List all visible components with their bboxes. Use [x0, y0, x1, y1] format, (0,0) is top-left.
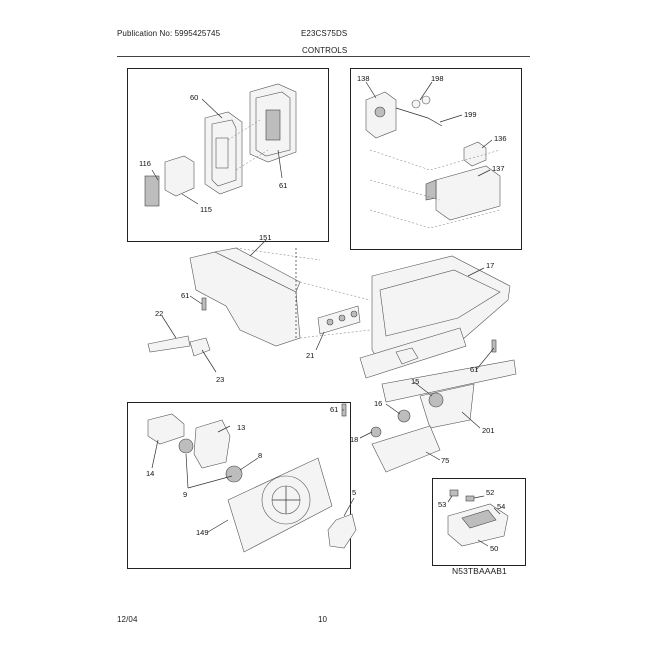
control-box-assembly: [317, 255, 517, 473]
callout-61: 61: [279, 181, 287, 190]
inset-panel-top-right: [350, 68, 522, 250]
section-title: CONTROLS: [302, 46, 348, 55]
switch-assembly: [447, 489, 509, 547]
inset-panel-bottom-left: [127, 402, 351, 569]
callout-198: 198: [431, 74, 444, 83]
callout-23: 23: [216, 375, 224, 384]
callout-61-box: 61: [470, 365, 478, 374]
callout-5: 5: [352, 488, 356, 497]
header-rule: [117, 56, 530, 57]
callout-151: 151: [259, 233, 272, 242]
sensor-probe: [147, 335, 191, 353]
callout-54: 54: [497, 502, 505, 511]
footer-date: 12/04: [117, 615, 138, 624]
callout-15: 15: [411, 377, 419, 386]
callout-60: 60: [190, 93, 198, 102]
fan-assembly: [147, 413, 357, 553]
callout-116: 116: [139, 159, 151, 168]
callout-16: 16: [374, 399, 382, 408]
callout-21: 21: [306, 351, 314, 360]
publication-number: Publication No: 5995425745: [117, 29, 221, 38]
screw-a: [201, 297, 207, 311]
callout-149: 149: [196, 528, 209, 537]
switch: [428, 392, 444, 408]
lamp: [370, 426, 382, 438]
callout-14: 14: [146, 469, 154, 478]
lamp-socket: [397, 409, 411, 423]
diagram-code: N53TBAAAB1: [452, 566, 507, 576]
sensor-clip: [189, 337, 211, 357]
callout-136: 136: [494, 134, 507, 143]
callout-13: 13: [237, 423, 245, 432]
callout-138: 138: [357, 74, 370, 83]
callout-22: 22: [155, 309, 163, 318]
callout-61-duct: 61: [181, 291, 189, 300]
callout-61-lamp: 61: [330, 405, 338, 414]
callout-53: 53: [438, 500, 446, 509]
callout-115: 115: [200, 205, 212, 214]
callout-52: 52: [486, 488, 494, 497]
callout-75: 75: [441, 456, 449, 465]
inset-panel-bottom-right: [432, 478, 526, 566]
inset-panel-top-left: [127, 68, 329, 242]
callout-50: 50: [490, 544, 498, 553]
callout-9: 9: [183, 490, 187, 499]
callout-199: 199: [464, 110, 477, 119]
callout-8: 8: [258, 451, 262, 460]
callout-137: 137: [492, 164, 505, 173]
footer-page: 10: [318, 615, 328, 624]
screw-b: [491, 339, 497, 353]
control-housing-assembly: [365, 91, 501, 229]
light-housing-assembly: [144, 83, 297, 207]
callout-17: 17: [486, 261, 494, 270]
callout-18: 18: [350, 435, 358, 444]
air-duct-assembly: [189, 247, 371, 347]
callout-201: 201: [482, 426, 495, 435]
model-number: E23CS75DS: [301, 29, 348, 38]
